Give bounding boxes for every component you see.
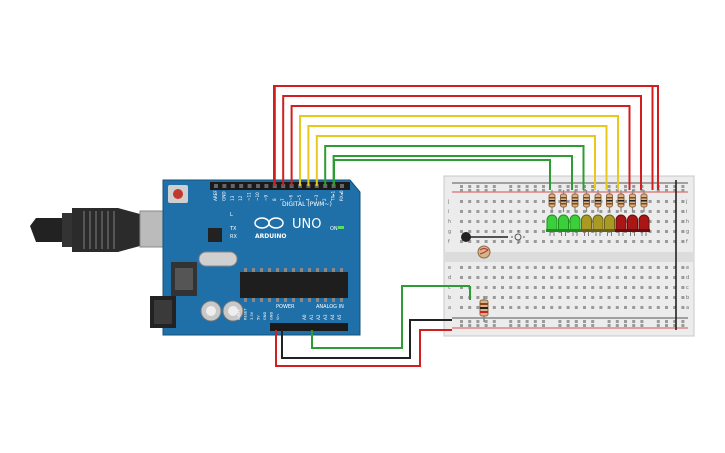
- analog-pin-label: A1: [309, 314, 314, 320]
- photoresistor: [477, 245, 491, 259]
- bb-row-letter: a: [448, 305, 451, 311]
- bb-row-letter-right: e: [686, 265, 689, 271]
- digital-pin-label: AREF: [213, 190, 218, 201]
- on-label: ON: [330, 226, 338, 232]
- sensor-resistor: [479, 296, 489, 322]
- led-green[interactable]: [569, 214, 581, 231]
- bb-row-letter-right: g: [686, 229, 689, 235]
- power-pin-label: IOREF: [237, 309, 241, 320]
- bb-row-letter: j: [447, 199, 449, 205]
- power-wires: [275, 285, 471, 367]
- digital-pin-label: 13: [230, 195, 235, 201]
- digital-header: [210, 182, 350, 190]
- atmega-chip: [240, 272, 348, 298]
- bb-row-letter-right: a: [686, 305, 689, 311]
- bb-row-letter-right: f: [686, 239, 688, 245]
- bb-row-letter: h: [448, 219, 451, 225]
- led-red[interactable]: [615, 214, 627, 231]
- digital-pin-label: 4: [305, 198, 310, 201]
- power-pin-label: GND: [270, 312, 274, 320]
- analog-pin-label: A0: [302, 314, 307, 320]
- bb-row-letter: b: [448, 295, 451, 301]
- digital-pin-label: TX▸1: [331, 190, 336, 202]
- led-red[interactable]: [638, 214, 650, 231]
- power-pin-label: GND: [263, 312, 267, 320]
- digital-header-label: DIGITAL (PWM~): [282, 201, 332, 208]
- bb-row-letter-right: i: [686, 209, 687, 215]
- analog-pin-label: A2: [316, 314, 321, 320]
- led-label-tx: TX: [229, 226, 237, 232]
- photoresistor-slider[interactable]: [461, 230, 525, 244]
- usb-cable: [30, 208, 168, 252]
- digital-pin-label: 2: [322, 198, 327, 201]
- digital-pin-label: 8: [272, 198, 277, 201]
- wire-a0[interactable]: [311, 285, 470, 349]
- digital-pin-label: RX◂0: [339, 190, 344, 201]
- wire-pin-3[interactable]: [324, 145, 585, 190]
- bb-row-letter: i: [448, 209, 449, 215]
- power-pin-label: RESET: [244, 308, 248, 320]
- analog-pin-label: A4: [330, 314, 335, 320]
- wire-pin-6[interactable]: [299, 115, 619, 190]
- digital-pin-label: ~11: [247, 192, 252, 201]
- bb-row-letter-right: c: [686, 285, 689, 291]
- digital-pin-label: 12: [238, 195, 243, 201]
- bb-row-letter-right: b: [686, 295, 689, 301]
- wire-pin-5[interactable]: [307, 125, 608, 190]
- wire-pin-10[interactable]: [273, 85, 659, 190]
- power-pin-label: 3.3V: [250, 311, 254, 320]
- wire-pin-4[interactable]: [315, 135, 596, 190]
- digital-pin-label: ~9: [263, 194, 268, 201]
- bb-row-letter: g: [448, 229, 451, 235]
- wire-gnd[interactable]: [281, 319, 452, 359]
- arduino-logo: [254, 217, 284, 229]
- analog-pin-label: A5: [337, 314, 342, 320]
- chip-small: [208, 228, 222, 242]
- led-red[interactable]: [627, 214, 638, 231]
- digital-pin-label: ~6: [289, 194, 294, 201]
- signal-wires: [273, 85, 659, 190]
- bb-row-letter-right: d: [686, 275, 689, 281]
- digital-pin-label: 7: [280, 198, 285, 201]
- wire-pin-1-extra[interactable]: [333, 159, 551, 190]
- bb-row-letter: f: [448, 239, 450, 245]
- power-analog-header: [270, 323, 348, 331]
- slider-handle[interactable]: [461, 232, 471, 242]
- bb-row-letter-right: h: [686, 219, 689, 225]
- digital-pin-label: ~3: [314, 194, 319, 201]
- digital-pin-label: GND: [221, 191, 226, 201]
- sun-icon: [514, 233, 522, 241]
- power-label: POWER: [276, 304, 295, 310]
- digital-pin-label: ~5: [297, 194, 302, 201]
- analog-label: ANALOG IN: [316, 304, 344, 310]
- led-yellow[interactable]: [581, 214, 592, 231]
- arduino-board: DIGITAL (PWM~) L TX RX ARDUINO UNO ON PO…: [150, 179, 361, 336]
- led-label-rx: RX: [230, 234, 237, 240]
- board-model: UNO: [292, 217, 321, 232]
- crystal: [198, 251, 238, 267]
- board-logo-text: ARDUINO: [255, 233, 286, 240]
- power-pin-label: Vin: [276, 314, 280, 320]
- wire-5v[interactable]: [275, 329, 452, 367]
- on-led: [338, 226, 344, 229]
- led-array: [546, 190, 650, 236]
- capacitors: [200, 300, 244, 322]
- led-green[interactable]: [558, 214, 569, 231]
- analog-pin-label: A3: [323, 314, 328, 320]
- bb-row-letter: e: [448, 265, 451, 271]
- bb-row-letter: d: [448, 275, 451, 281]
- led-label-l: L: [230, 212, 233, 218]
- led-yellow[interactable]: [592, 214, 604, 231]
- bb-row-letter: c: [448, 285, 451, 291]
- wire-pin-7[interactable]: [290, 105, 631, 190]
- digital-pin-label: ~10: [255, 192, 260, 201]
- wire-pin-8[interactable]: [282, 95, 642, 190]
- bb-row-letter-right: j: [685, 199, 687, 205]
- power-pin-label: 5V: [257, 315, 261, 320]
- led-yellow[interactable]: [604, 214, 615, 231]
- led-green[interactable]: [546, 214, 558, 231]
